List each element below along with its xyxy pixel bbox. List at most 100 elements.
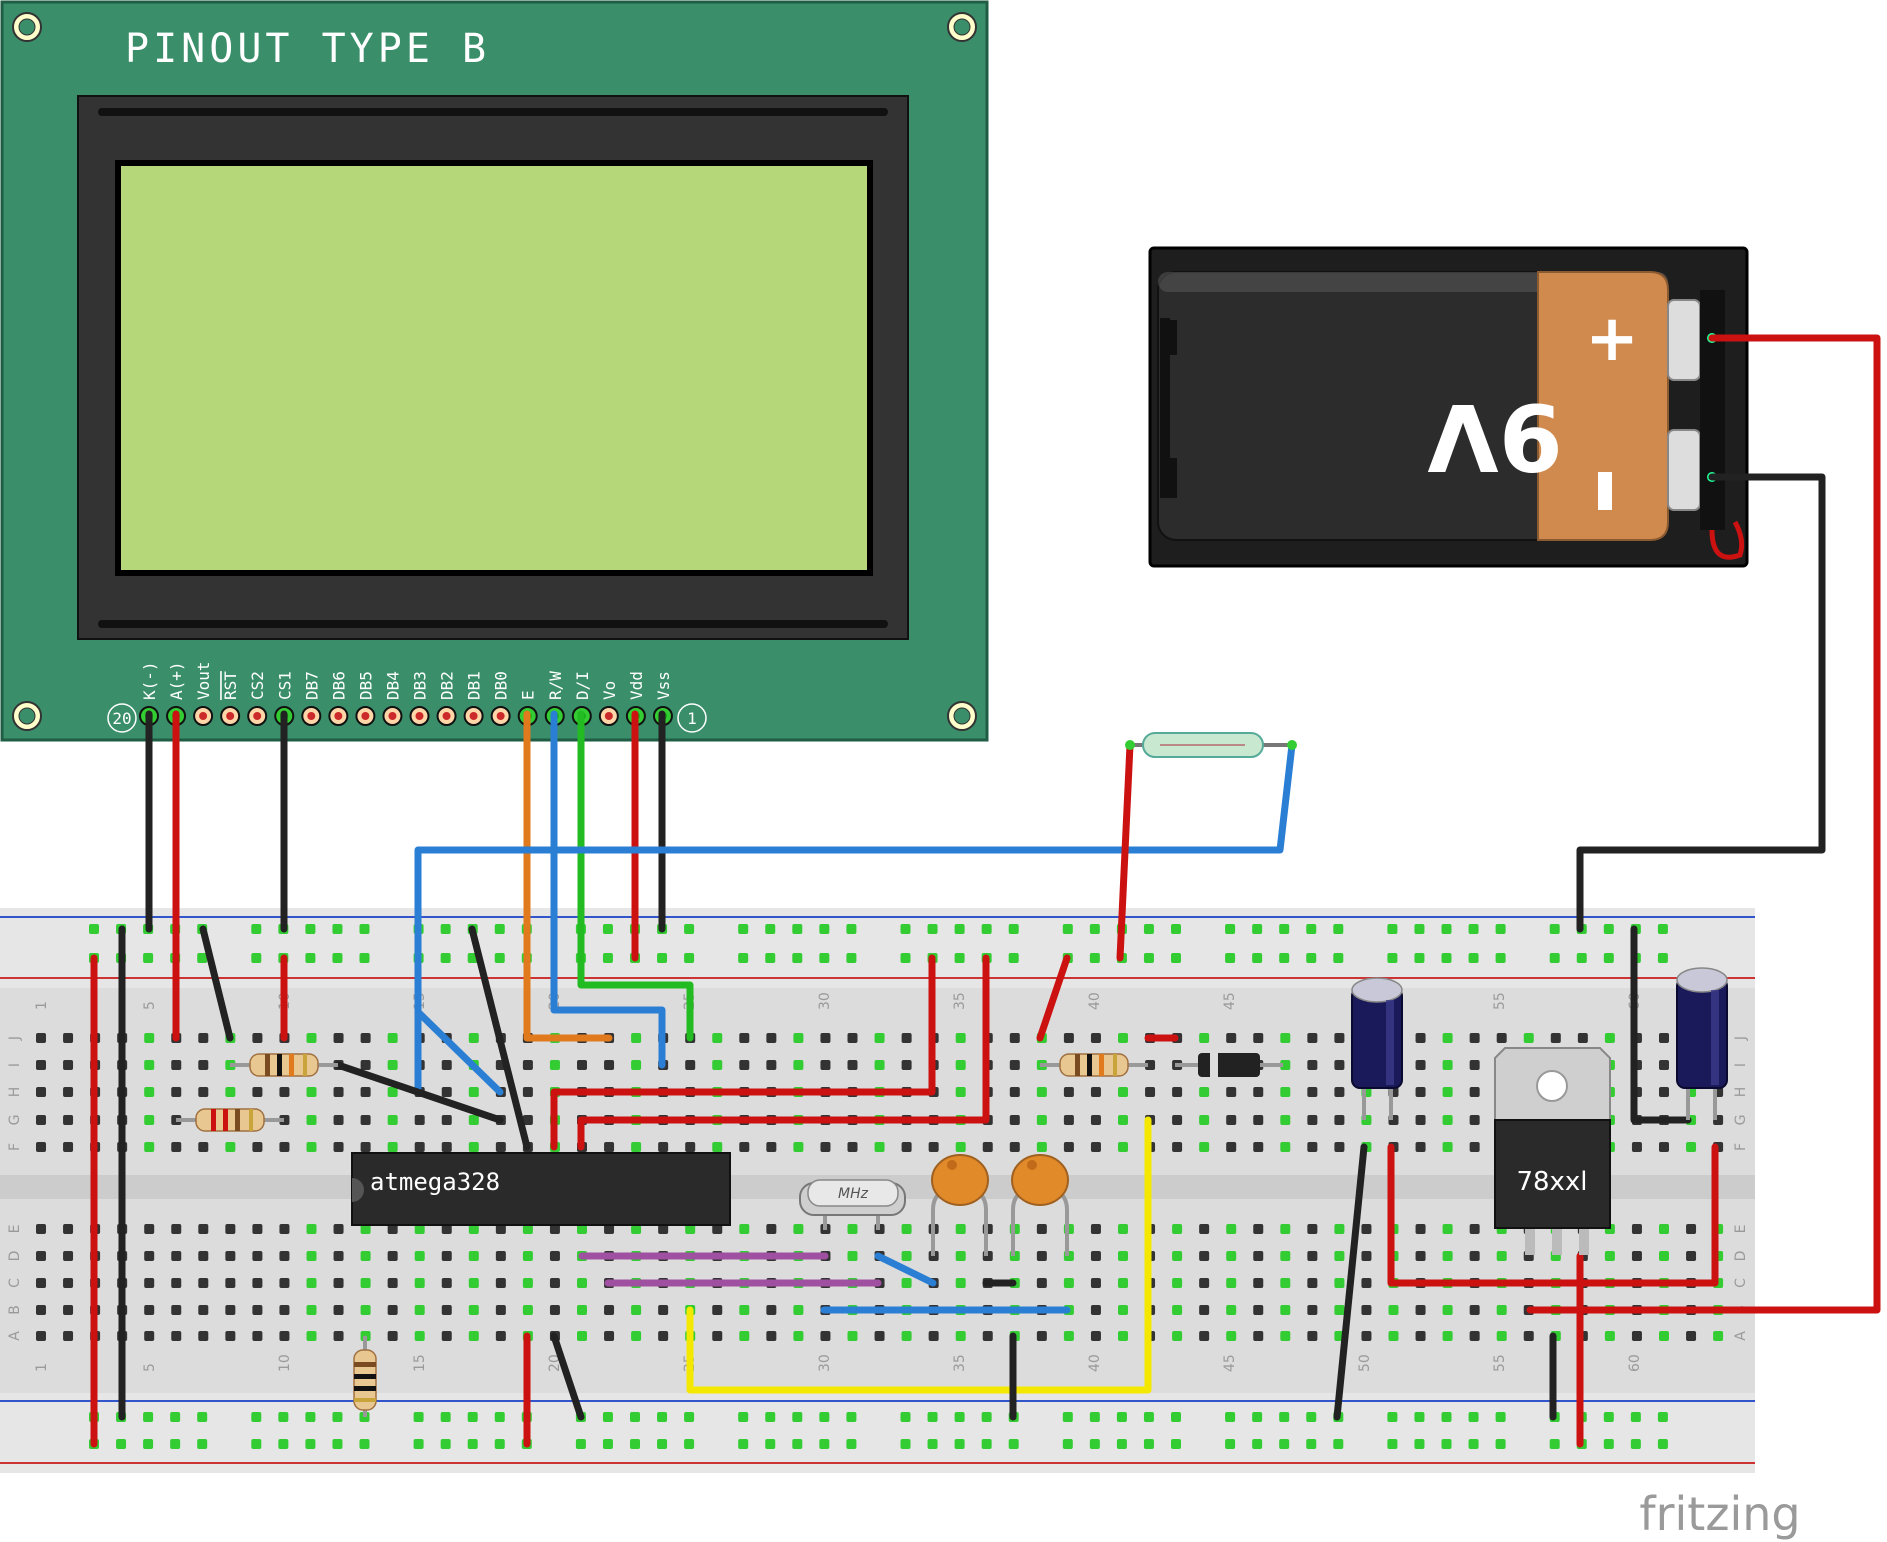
breadboard-hole	[1089, 953, 1100, 963]
breadboard-hole	[1252, 924, 1263, 934]
breadboard-hole	[765, 1412, 776, 1422]
breadboard-hole	[1414, 953, 1425, 963]
breadboard-hole	[1253, 1142, 1264, 1152]
breadboard-hole	[1199, 1305, 1210, 1315]
breadboard-row-letter: J	[7, 1036, 23, 1041]
breadboard-hole	[1361, 1331, 1372, 1341]
wire-battery-minus[interactable]	[1576, 473, 1826, 933]
breadboard-hole	[684, 924, 695, 934]
wire-chip-vcc-2[interactable]	[577, 954, 990, 1151]
breadboard-hole	[1036, 1115, 1047, 1125]
breadboard-hole	[1280, 1331, 1291, 1341]
breadboard-hole	[144, 1033, 155, 1043]
breadboard-hole	[1199, 1331, 1210, 1341]
wire-chip-gnd[interactable]	[468, 925, 531, 1151]
breadboard-hole	[766, 1305, 777, 1315]
breadboard-hole	[549, 1224, 560, 1234]
breadboard-hole	[657, 1439, 668, 1449]
chip-label: atmega328	[370, 1168, 500, 1196]
breadboard-hole	[1226, 1033, 1237, 1043]
breadboard-hole	[1361, 1224, 1372, 1234]
breadboard-hole	[549, 1305, 560, 1315]
breadboard-hole	[684, 1439, 695, 1449]
breadboard-row-letter: A	[1733, 1331, 1749, 1341]
breadboard-hole	[1118, 1305, 1128, 1315]
wire-cap2-gnd[interactable]	[1630, 925, 1692, 1124]
breadboard-hole	[171, 1087, 182, 1097]
breadboard-hole	[1171, 924, 1181, 934]
wire-battery-plus[interactable]	[1526, 334, 1881, 1314]
wire-yellow[interactable]	[686, 1116, 1152, 1394]
breadboard-column-number: 55	[1492, 1354, 1508, 1372]
breadboard-hole	[684, 1412, 695, 1422]
breadboard-row-letter: A	[7, 1331, 23, 1341]
breadboard-hole	[143, 1412, 154, 1422]
breadboard-hole	[792, 953, 803, 963]
lcd-pin-label: E	[519, 690, 538, 700]
breadboard-hole	[874, 1033, 885, 1043]
breadboard-hole	[1143, 953, 1154, 963]
breadboard-hole	[901, 1033, 912, 1043]
breadboard-hole	[927, 1412, 938, 1422]
breadboard-hole	[1280, 1142, 1291, 1152]
breadboard-hole	[1442, 1251, 1453, 1261]
ceramic-capacitor-1	[931, 1154, 989, 1256]
breadboard-hole	[955, 1033, 966, 1043]
breadboard-hole	[279, 1278, 290, 1288]
breadboard-hole	[63, 1305, 74, 1315]
breadboard-hole	[1009, 1142, 1020, 1152]
breadboard-hole	[441, 1331, 452, 1341]
wire-cap1-vin[interactable]	[1387, 1143, 1584, 1287]
breadboard-hole	[360, 1251, 371, 1261]
breadboard-hole	[1226, 1142, 1237, 1152]
lcd-pin-label: DB1	[465, 671, 484, 700]
resistor-3	[1040, 1053, 1148, 1077]
breadboard-hole	[1523, 1033, 1534, 1043]
breadboard-hole	[819, 953, 830, 963]
reed-switch	[1125, 732, 1297, 758]
breadboard-hole	[1008, 953, 1019, 963]
breadboard-hole	[766, 1224, 777, 1234]
wire-reed-switch-blue[interactable]	[414, 741, 1296, 1096]
wire-cap2-vout[interactable]	[1576, 1143, 1719, 1287]
wire-reed-switch-red[interactable]	[1116, 741, 1134, 962]
wire-gnd-diag-1[interactable]	[199, 925, 234, 1042]
breadboard-hole	[1414, 1439, 1425, 1449]
breadboard-hole	[602, 924, 613, 934]
breadboard-hole	[225, 1305, 236, 1315]
wire-res2-vcc[interactable]	[1036, 954, 1071, 1042]
wire-lcd-e[interactable]	[523, 710, 613, 1042]
breadboard-hole	[874, 1060, 885, 1070]
wire-res-to-chip[interactable]	[334, 1061, 504, 1124]
breadboard-hole	[955, 1060, 966, 1070]
breadboard-hole	[874, 1142, 885, 1152]
wire-chip-vcc-1[interactable]	[550, 954, 936, 1151]
breadboard-hole	[333, 1115, 344, 1125]
breadboard-hole	[359, 953, 370, 963]
breadboard-hole	[712, 1305, 723, 1315]
breadboard-hole	[1062, 1439, 1073, 1449]
lcd-pin-label: CS1	[275, 671, 294, 700]
breadboard-hole	[387, 1278, 398, 1288]
wire-cap1-gnd[interactable]	[1333, 1143, 1368, 1421]
breadboard-hole	[1063, 1331, 1074, 1341]
wire-reed-blue-diag[interactable]	[414, 1008, 504, 1096]
wire-bottom-black[interactable]	[550, 1332, 585, 1421]
breadboard-hole	[522, 1115, 533, 1125]
wire-blue-short[interactable]	[874, 1252, 937, 1287]
breadboard-hole	[1469, 1087, 1480, 1097]
breadboard-hole	[252, 1087, 263, 1097]
breadboard-hole	[495, 1251, 506, 1261]
breadboard-hole	[333, 1251, 344, 1261]
breadboard-hole	[712, 1033, 723, 1043]
breadboard-hole	[954, 1412, 965, 1422]
breadboard-hole	[63, 1087, 74, 1097]
breadboard-hole	[522, 1278, 533, 1288]
breadboard-hole	[820, 1142, 831, 1152]
breadboard-hole	[766, 1142, 777, 1152]
breadboard-hole	[1226, 1251, 1237, 1261]
breadboard-hole	[1550, 1033, 1561, 1043]
breadboard-hole	[954, 1439, 965, 1449]
wire-lcd-rw[interactable]	[550, 710, 666, 1069]
breadboard-hole	[1577, 1033, 1588, 1043]
